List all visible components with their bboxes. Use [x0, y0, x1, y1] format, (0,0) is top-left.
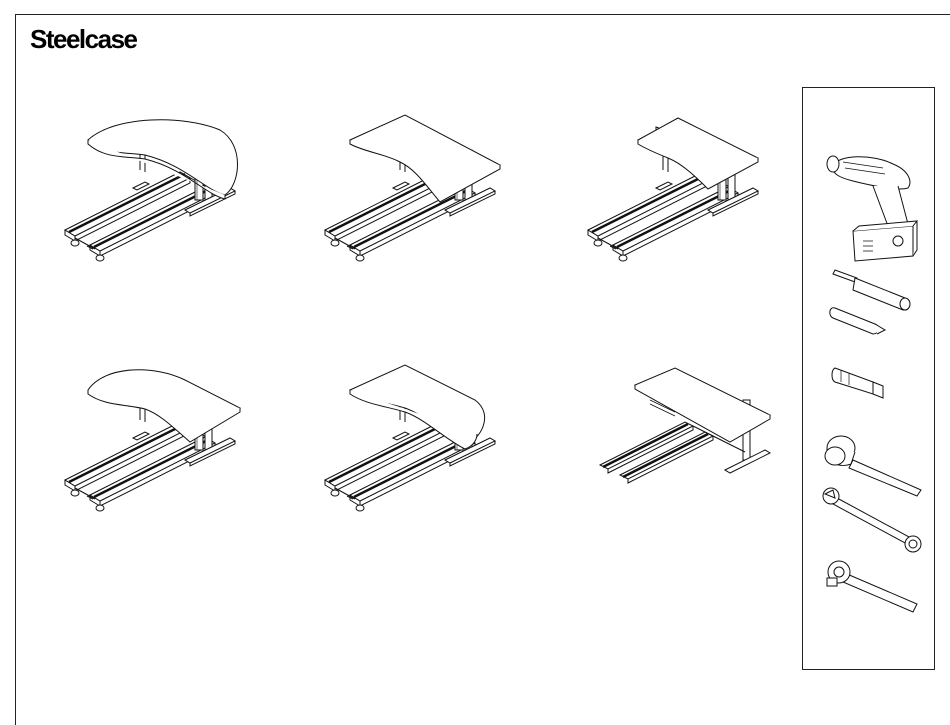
hex-bit-icon — [813, 360, 925, 400]
combination-wrench-icon — [813, 486, 925, 556]
desk-configuration-3 — [568, 110, 798, 295]
configurations-grid — [45, 110, 795, 550]
cordless-drill-icon — [813, 146, 925, 266]
desk-configuration-5 — [305, 360, 535, 545]
screwdriver-bit-icon — [813, 268, 925, 338]
desk-configuration-4 — [45, 360, 275, 545]
desk-configuration-2 — [305, 110, 535, 295]
ratchet-wrench-icon — [813, 556, 925, 616]
brand-logo: Steelcase — [30, 24, 136, 55]
desk-configuration-6 — [565, 360, 795, 545]
required-tools-panel — [802, 87, 935, 670]
desk-configuration-1 — [45, 110, 275, 295]
